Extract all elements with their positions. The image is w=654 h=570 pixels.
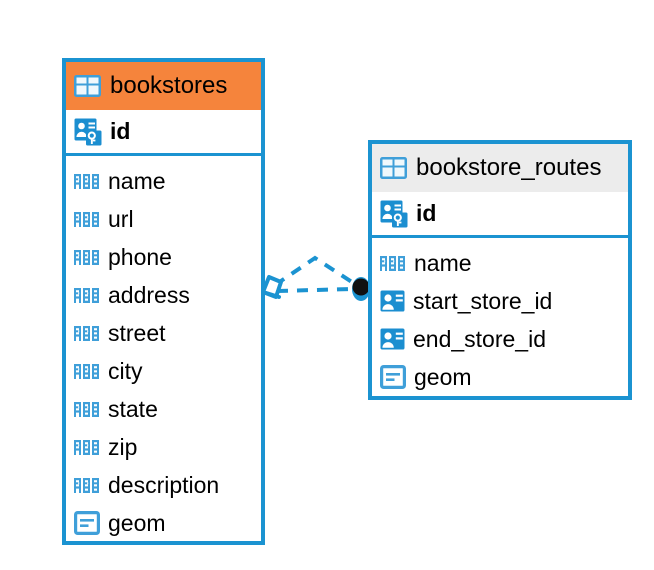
abc-text-icon bbox=[74, 439, 99, 455]
relationship-line-straight bbox=[276, 287, 354, 293]
field-label: end_store_id bbox=[413, 325, 546, 352]
entity-bookstore-routes[interactable]: bookstore_routes id bbox=[368, 140, 632, 400]
relationship-connector[interactable] bbox=[255, 244, 381, 314]
field-row-url[interactable]: url bbox=[66, 200, 261, 238]
field-label: phone bbox=[108, 243, 172, 270]
field-label-bookstores-id: id bbox=[110, 118, 131, 144]
abc-text-icon bbox=[380, 255, 405, 271]
field-row-zip[interactable]: zip bbox=[66, 428, 261, 466]
entity-bookstores-field-list: name url bbox=[66, 156, 261, 546]
entity-bookstores[interactable]: bookstores id bbox=[62, 58, 265, 545]
entity-bookstores-header[interactable]: bookstores bbox=[66, 62, 261, 110]
relationship-line-arc bbox=[273, 255, 357, 287]
field-label: zip bbox=[108, 433, 138, 460]
field-row-bookstore-routes-id[interactable]: id bbox=[372, 192, 628, 238]
field-row-name[interactable]: name bbox=[66, 162, 261, 200]
field-label: start_store_id bbox=[413, 287, 553, 314]
abc-text-icon bbox=[74, 363, 99, 379]
entity-bookstore-routes-header[interactable]: bookstore_routes bbox=[372, 144, 628, 192]
filled-circle-icon bbox=[352, 277, 370, 301]
field-row-street[interactable]: street bbox=[66, 314, 261, 352]
field-row-start-store-id[interactable]: start_store_id bbox=[372, 282, 628, 320]
field-label: city bbox=[108, 357, 143, 384]
foreign-key-icon bbox=[380, 290, 405, 312]
field-label: state bbox=[108, 395, 158, 422]
field-label: description bbox=[108, 471, 220, 498]
primary-key-icon bbox=[380, 200, 408, 227]
field-label: address bbox=[108, 281, 190, 308]
field-row-state[interactable]: state bbox=[66, 390, 261, 428]
field-label: geom bbox=[414, 363, 472, 390]
field-row-geom[interactable]: geom bbox=[66, 504, 261, 542]
abc-text-icon bbox=[74, 173, 99, 189]
field-row-phone[interactable]: phone bbox=[66, 238, 261, 276]
abc-text-icon bbox=[74, 249, 99, 265]
abc-text-icon bbox=[74, 211, 99, 227]
field-label: name bbox=[108, 167, 166, 194]
field-label: geom bbox=[108, 509, 166, 536]
geometry-icon bbox=[74, 511, 100, 535]
field-label: name bbox=[414, 249, 472, 276]
field-row-end-store-id[interactable]: end_store_id bbox=[372, 320, 628, 358]
field-row-name[interactable]: name bbox=[372, 244, 628, 282]
foreign-key-icon bbox=[380, 328, 405, 350]
field-row-city[interactable]: city bbox=[66, 352, 261, 390]
field-label-bookstore-routes-id: id bbox=[416, 200, 437, 226]
field-label: url bbox=[108, 205, 134, 232]
primary-key-icon bbox=[74, 118, 102, 145]
field-row-geom[interactable]: geom bbox=[372, 358, 628, 396]
entity-bookstore-routes-title: bookstore_routes bbox=[416, 154, 602, 181]
table-icon bbox=[380, 157, 407, 179]
table-icon bbox=[74, 75, 101, 97]
field-label: street bbox=[108, 319, 166, 346]
field-row-description[interactable]: description bbox=[66, 466, 261, 504]
entity-bookstores-title: bookstores bbox=[110, 72, 228, 99]
field-row-bookstores-id[interactable]: id bbox=[66, 110, 261, 156]
abc-text-icon bbox=[74, 477, 99, 493]
geometry-icon bbox=[380, 365, 406, 389]
abc-text-icon bbox=[74, 287, 99, 303]
entity-bookstore-routes-field-list: name start_store_id bbox=[372, 238, 628, 400]
abc-text-icon bbox=[74, 401, 99, 417]
abc-text-icon bbox=[74, 325, 99, 341]
field-row-address[interactable]: address bbox=[66, 276, 261, 314]
